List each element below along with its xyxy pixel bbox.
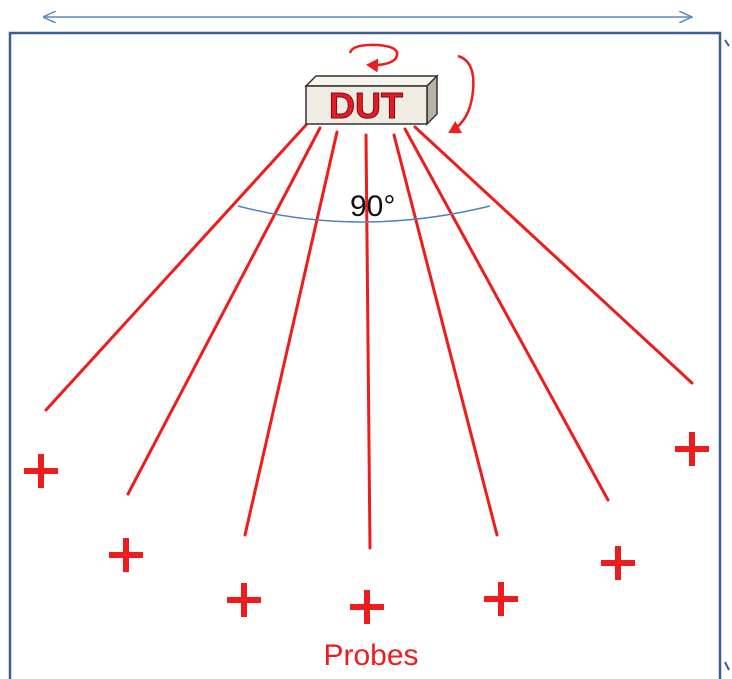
- plus-icon: [601, 546, 635, 580]
- dut-front-face: [305, 85, 428, 125]
- rotate-arrow-icon: [348, 43, 399, 73]
- probes-label: Probes: [323, 639, 418, 672]
- probe-line-4: [364, 133, 372, 550]
- angle-arc: [237, 205, 491, 223]
- plus-icon: [675, 432, 709, 466]
- plus-icon: [227, 583, 261, 617]
- measurement-frame: [8, 31, 722, 679]
- angle-label: 90°: [350, 190, 395, 223]
- probe-line-6: [403, 127, 610, 502]
- probe-lines: [44, 123, 694, 550]
- probe-line-1: [44, 123, 308, 412]
- probe-line-2: [126, 126, 322, 496]
- plus-icon: [350, 590, 384, 624]
- tilt-arrow-icon: [448, 54, 475, 134]
- probe-line-5: [392, 133, 499, 537]
- dut-label: DUT: [329, 85, 403, 126]
- probe-line-7: [413, 125, 694, 385]
- probe-markers: [24, 432, 709, 624]
- frame-edge-mark-bottom: [724, 661, 730, 671]
- plus-icon: [24, 454, 58, 488]
- plus-icon: [484, 582, 518, 616]
- dut-block: DUT: [304, 74, 439, 127]
- plus-icon: [109, 538, 143, 572]
- probe-line-3: [243, 130, 339, 537]
- frame-edge-mark-top: [724, 39, 730, 47]
